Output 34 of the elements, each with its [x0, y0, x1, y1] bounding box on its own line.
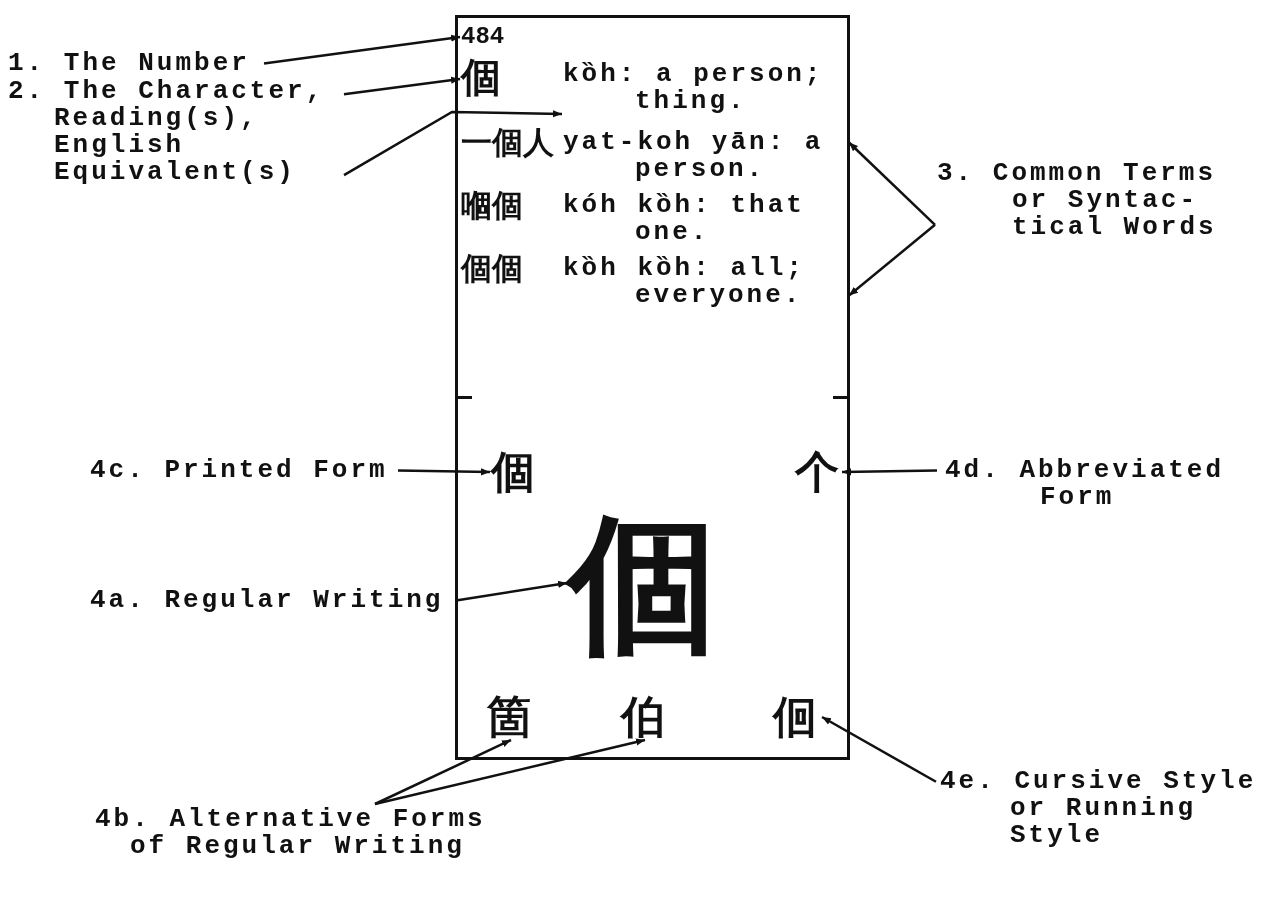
callout-label: 4c. Printed Form: [90, 457, 390, 484]
arrow: [841, 468, 938, 476]
alternative-form-character: 伯: [621, 695, 669, 739]
entry-number: 484: [461, 23, 521, 51]
arrow: [343, 110, 563, 177]
reading-text: kȍh kȍh: all; everyone.: [563, 255, 848, 309]
arrow: [848, 223, 936, 297]
reading-text: yat-koh yān: a person.: [563, 129, 848, 183]
abbreviated-form-character: 个: [795, 450, 841, 494]
compound-term: 嗰個: [461, 190, 557, 221]
callout-label: 4b. Alternative Forms of Regular Writing: [95, 806, 495, 860]
callout-label: 4d. Abbreviated Form: [945, 457, 1245, 511]
compound-term: 個個: [461, 253, 557, 284]
callout-label: 1. The Number: [8, 50, 258, 77]
arrow: [848, 141, 936, 226]
callout-label: 2. The Character, Reading(s), English Equivalent(s): [8, 78, 338, 186]
alternative-form-character: 箇: [487, 695, 535, 739]
compound-term: 一個人: [461, 127, 557, 158]
dictionary-card: [455, 15, 850, 760]
reading-text: kóh kȍh: that one.: [563, 192, 848, 246]
arrow: [397, 468, 491, 476]
arrow: [455, 580, 568, 602]
headword-character: 個: [461, 57, 507, 97]
arrow: [374, 738, 646, 806]
callout-label: 4a. Regular Writing: [90, 587, 450, 614]
arrow: [821, 715, 937, 783]
arrow: [374, 738, 512, 806]
reading-text: kȍh: a person; thing.: [563, 61, 848, 115]
callout-label: 3. Common Terms or Syntac- tical Words: [937, 160, 1227, 241]
cursive-form-character: 佪: [773, 695, 821, 739]
arrow: [263, 34, 461, 65]
callout-label: 4e. Cursive Style or Running Style: [940, 768, 1270, 849]
arrow: [343, 76, 461, 96]
printed-form-character: 個: [491, 450, 537, 494]
